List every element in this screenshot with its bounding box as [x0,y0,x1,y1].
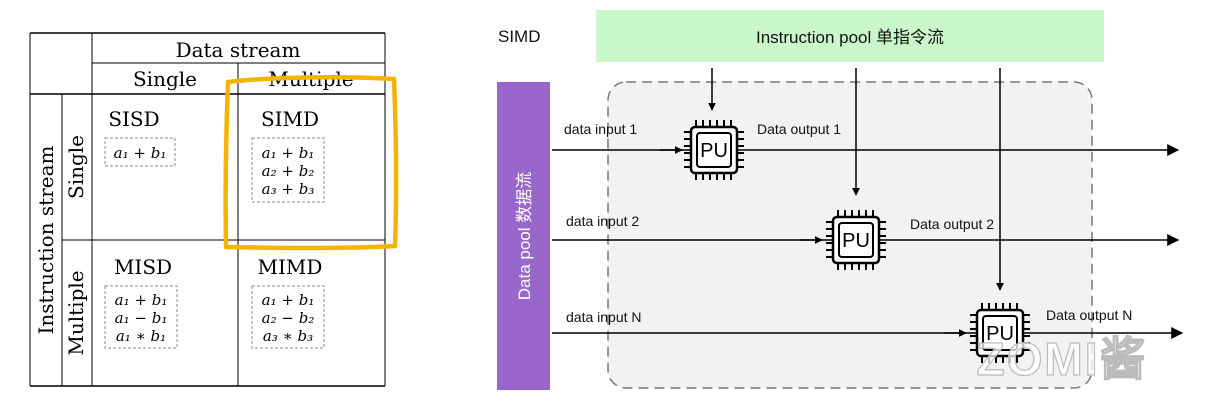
op-line: a₂ − b₂ [262,309,315,327]
taxonomy-table: Data stream Single Multiple Instruction … [29,32,399,387]
row-multiple-header: Multiple [64,270,88,355]
op-line: a₁ ∗ b₁ [116,327,166,345]
pu-label: PU [986,323,1014,345]
ops-box [104,285,178,349]
simd-diagram: SIMD Instruction pool 单指令流 Data pool 数据流… [497,10,1184,390]
cell-misd: MISD a₁ + b₁ a₁ − b₁ a₁ ∗ b₁ [104,255,178,349]
pu-2: PU [824,208,888,272]
watermark: ZOMI酱 [977,333,1148,385]
data-input-label: data input 2 [566,213,639,229]
op-line: a₂ + b₂ [262,162,315,180]
cell-sisd: SISD a₁ + b₁ [104,107,176,167]
data-pool-label: Data pool 数据流 [515,172,534,301]
op-line: a₃ ∗ b₃ [263,327,313,345]
ops-box [104,137,176,167]
op-line: a₁ + b₁ [262,144,315,162]
pu-label: PU [842,230,870,252]
instruction-pool [596,10,1104,62]
pu-n: PU [968,301,1032,365]
col-single-header: Single [133,67,197,91]
op-line: a₁ − b₁ [115,309,168,327]
data-stream-header: Data stream [176,38,301,62]
cell-mimd: MIMD a₁ + b₁ a₂ − b₂ a₃ ∗ b₃ [251,255,325,349]
cell-title: MISD [114,255,172,279]
op-line: a₁ + b₁ [115,291,168,309]
data-pool [497,82,550,390]
op-line: a₁ + b₁ [262,291,315,309]
data-output-label: Data output 2 [910,216,994,232]
op-line: a₃ + b₃ [262,180,315,198]
cell-simd: SIMD a₁ + b₁ a₂ + b₂ a₃ + b₃ [251,107,325,203]
cell-title: SIMD [261,107,319,131]
pu-1: PU [682,118,746,182]
simd-highlight [223,75,399,251]
row-single-header: Single [64,135,88,199]
simd-label: SIMD [498,27,541,46]
data-input-label: data input N [566,309,642,325]
ops-box [251,285,325,349]
cell-title: SISD [108,107,159,131]
data-output-label: Data output 1 [757,121,841,137]
op-line: a₁ + b₁ [114,144,167,162]
cell-title: MIMD [258,255,323,279]
ops-box [251,137,325,203]
pu-label: PU [700,140,728,162]
instruction-pool-label: Instruction pool 单指令流 [756,28,944,47]
instruction-stream-header: Instruction stream [34,145,58,334]
data-input-label: data input 1 [564,121,637,137]
data-output-label: Data output N [1046,307,1132,323]
